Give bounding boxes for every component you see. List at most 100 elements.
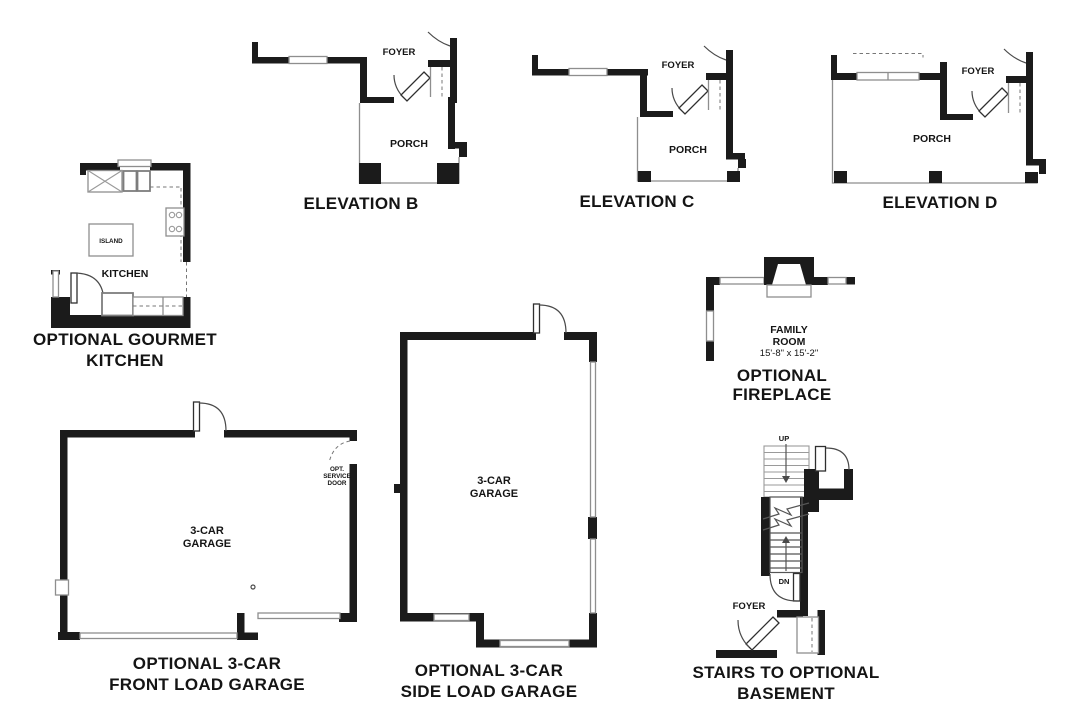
garage-label-line1: 3-CAR bbox=[477, 475, 511, 487]
door-leaf bbox=[814, 445, 827, 472]
kitchen-caption-line2: KITCHEN bbox=[86, 351, 164, 370]
porch-column bbox=[834, 171, 847, 183]
floor-drain bbox=[250, 584, 256, 590]
side-garage-caption-line1: OPTIONAL 3-CAR bbox=[415, 661, 563, 680]
door-opening bbox=[195, 429, 224, 438]
porch-label: PORCH bbox=[669, 144, 707, 156]
door-opening bbox=[536, 331, 564, 341]
up-direction-arrow bbox=[782, 444, 790, 483]
door-swing-arc bbox=[769, 573, 798, 602]
elevation-c-walls bbox=[532, 50, 746, 168]
kitchen-island bbox=[88, 223, 134, 257]
door-swing-arc bbox=[73, 272, 105, 304]
elevation-d-diagram: FOYER PORCH ELEVATION D bbox=[831, 48, 1046, 212]
family-room-label-line2: ROOM bbox=[773, 336, 806, 348]
entry-door-leaf bbox=[678, 84, 709, 115]
side-garage-diagram: 3-CAR GARAGE OPTIONAL 3-CAR SIDE LOAD GA… bbox=[394, 303, 597, 701]
porch-column bbox=[1025, 172, 1038, 183]
down-label: DN bbox=[779, 577, 790, 586]
garage-door-panel bbox=[589, 538, 597, 614]
front-garage-caption-line2: FRONT LOAD GARAGE bbox=[109, 675, 305, 694]
service-door-opening bbox=[348, 441, 358, 464]
kitchen-walls bbox=[51, 163, 191, 328]
roof-line-dashed bbox=[853, 53, 924, 58]
wall-stub bbox=[52, 270, 60, 298]
door-swing-arc bbox=[538, 304, 567, 334]
elevation-b-diagram: FOYER PORCH ELEVATION B bbox=[252, 31, 467, 213]
foyer-label: FOYER bbox=[962, 66, 995, 77]
front-garage-diagram: OPT. SERVICE DOOR 3-CAR GARAGE OPTIONAL … bbox=[54, 401, 358, 694]
elevation-d-walls bbox=[831, 52, 1046, 174]
door-swing-arc bbox=[737, 619, 750, 648]
service-door-label-line3: DOOR bbox=[328, 480, 347, 487]
service-door-swing-dashed bbox=[328, 440, 351, 464]
door-swing-arc bbox=[198, 402, 227, 432]
window bbox=[719, 276, 765, 285]
foyer-walls bbox=[716, 610, 825, 658]
hearth bbox=[766, 284, 812, 298]
door-leaf bbox=[792, 572, 801, 602]
garage-door-panel bbox=[79, 632, 238, 640]
cooktop bbox=[165, 207, 185, 237]
stairs-caption-line1: STAIRS TO OPTIONAL bbox=[692, 663, 879, 682]
family-room-dimensions: 15'-8" x 15'-2" bbox=[760, 348, 818, 359]
fireplace-caption-line1: OPTIONAL bbox=[737, 366, 827, 385]
garage-label-line2: GARAGE bbox=[183, 538, 231, 550]
door-leaf bbox=[70, 272, 78, 304]
side-garage-caption-line2: SIDE LOAD GARAGE bbox=[401, 682, 578, 701]
counter-edge-dashed bbox=[150, 186, 182, 262]
wall-notch bbox=[54, 579, 70, 596]
fireplace bbox=[764, 257, 814, 298]
fireplace-diagram: FAMILY ROOM 15'-8" x 15'-2" OPTIONAL FIR… bbox=[705, 257, 855, 404]
entry-door-leaf bbox=[400, 71, 431, 102]
front-garage-caption-line1: OPTIONAL 3-CAR bbox=[133, 654, 281, 673]
family-room-label-line1: FAMILY bbox=[770, 324, 808, 336]
service-door-label-line2: SERVICE bbox=[323, 473, 351, 480]
window bbox=[705, 310, 715, 342]
island-label: ISLAND bbox=[99, 238, 123, 245]
entry-door-leaf bbox=[745, 616, 780, 651]
service-door-label-line1: OPT. bbox=[330, 466, 344, 473]
porch-column bbox=[359, 163, 381, 184]
foyer-label: FOYER bbox=[662, 60, 695, 71]
break-line bbox=[762, 513, 810, 531]
elevation-d-caption: ELEVATION D bbox=[882, 193, 997, 212]
partial-door-arc bbox=[1003, 48, 1027, 64]
window bbox=[827, 276, 847, 285]
refrigerator bbox=[101, 292, 134, 317]
garage-label-line2: GARAGE bbox=[470, 488, 518, 500]
family-room-walls bbox=[706, 277, 855, 361]
garage-label-line1: 3-CAR bbox=[190, 525, 224, 537]
window bbox=[288, 55, 328, 65]
wall-oven bbox=[122, 170, 138, 192]
entry-door-leaf bbox=[978, 87, 1009, 118]
break-line bbox=[762, 502, 810, 520]
porch-label: PORCH bbox=[913, 133, 951, 145]
partial-door-arc bbox=[427, 31, 451, 47]
range-hood bbox=[117, 159, 152, 168]
porch-column bbox=[929, 171, 942, 183]
porch-label: PORCH bbox=[390, 138, 428, 150]
down-direction-arrow bbox=[782, 536, 790, 571]
porch-column bbox=[638, 171, 651, 182]
kitchen-caption-line1: OPTIONAL GOURMET bbox=[33, 330, 217, 349]
foyer-label: FOYER bbox=[733, 601, 766, 612]
elevation-b-caption: ELEVATION B bbox=[303, 194, 418, 213]
window bbox=[568, 67, 608, 77]
partial-door-arc bbox=[703, 45, 727, 61]
gourmet-kitchen-diagram: ISLAND KITCHEN OPTIONAL GOURMET KITCHEN bbox=[33, 159, 217, 370]
elevation-c-caption: ELEVATION C bbox=[579, 192, 694, 211]
garage-door-panel bbox=[257, 612, 341, 620]
up-label: UP bbox=[779, 434, 789, 443]
stairs-diagram: UP DN FOYER STAIRS TO OPTIONAL BASEMENT bbox=[692, 434, 879, 703]
door-leaf bbox=[532, 303, 541, 334]
stairs-caption-line2: BASEMENT bbox=[737, 684, 835, 703]
door-swing-arc bbox=[825, 447, 850, 471]
garage-door-panel bbox=[589, 361, 597, 518]
kitchen-label: KITCHEN bbox=[102, 268, 149, 280]
window bbox=[499, 639, 570, 648]
fireplace-caption-line2: FIREPLACE bbox=[732, 385, 831, 404]
sink bbox=[87, 169, 123, 193]
